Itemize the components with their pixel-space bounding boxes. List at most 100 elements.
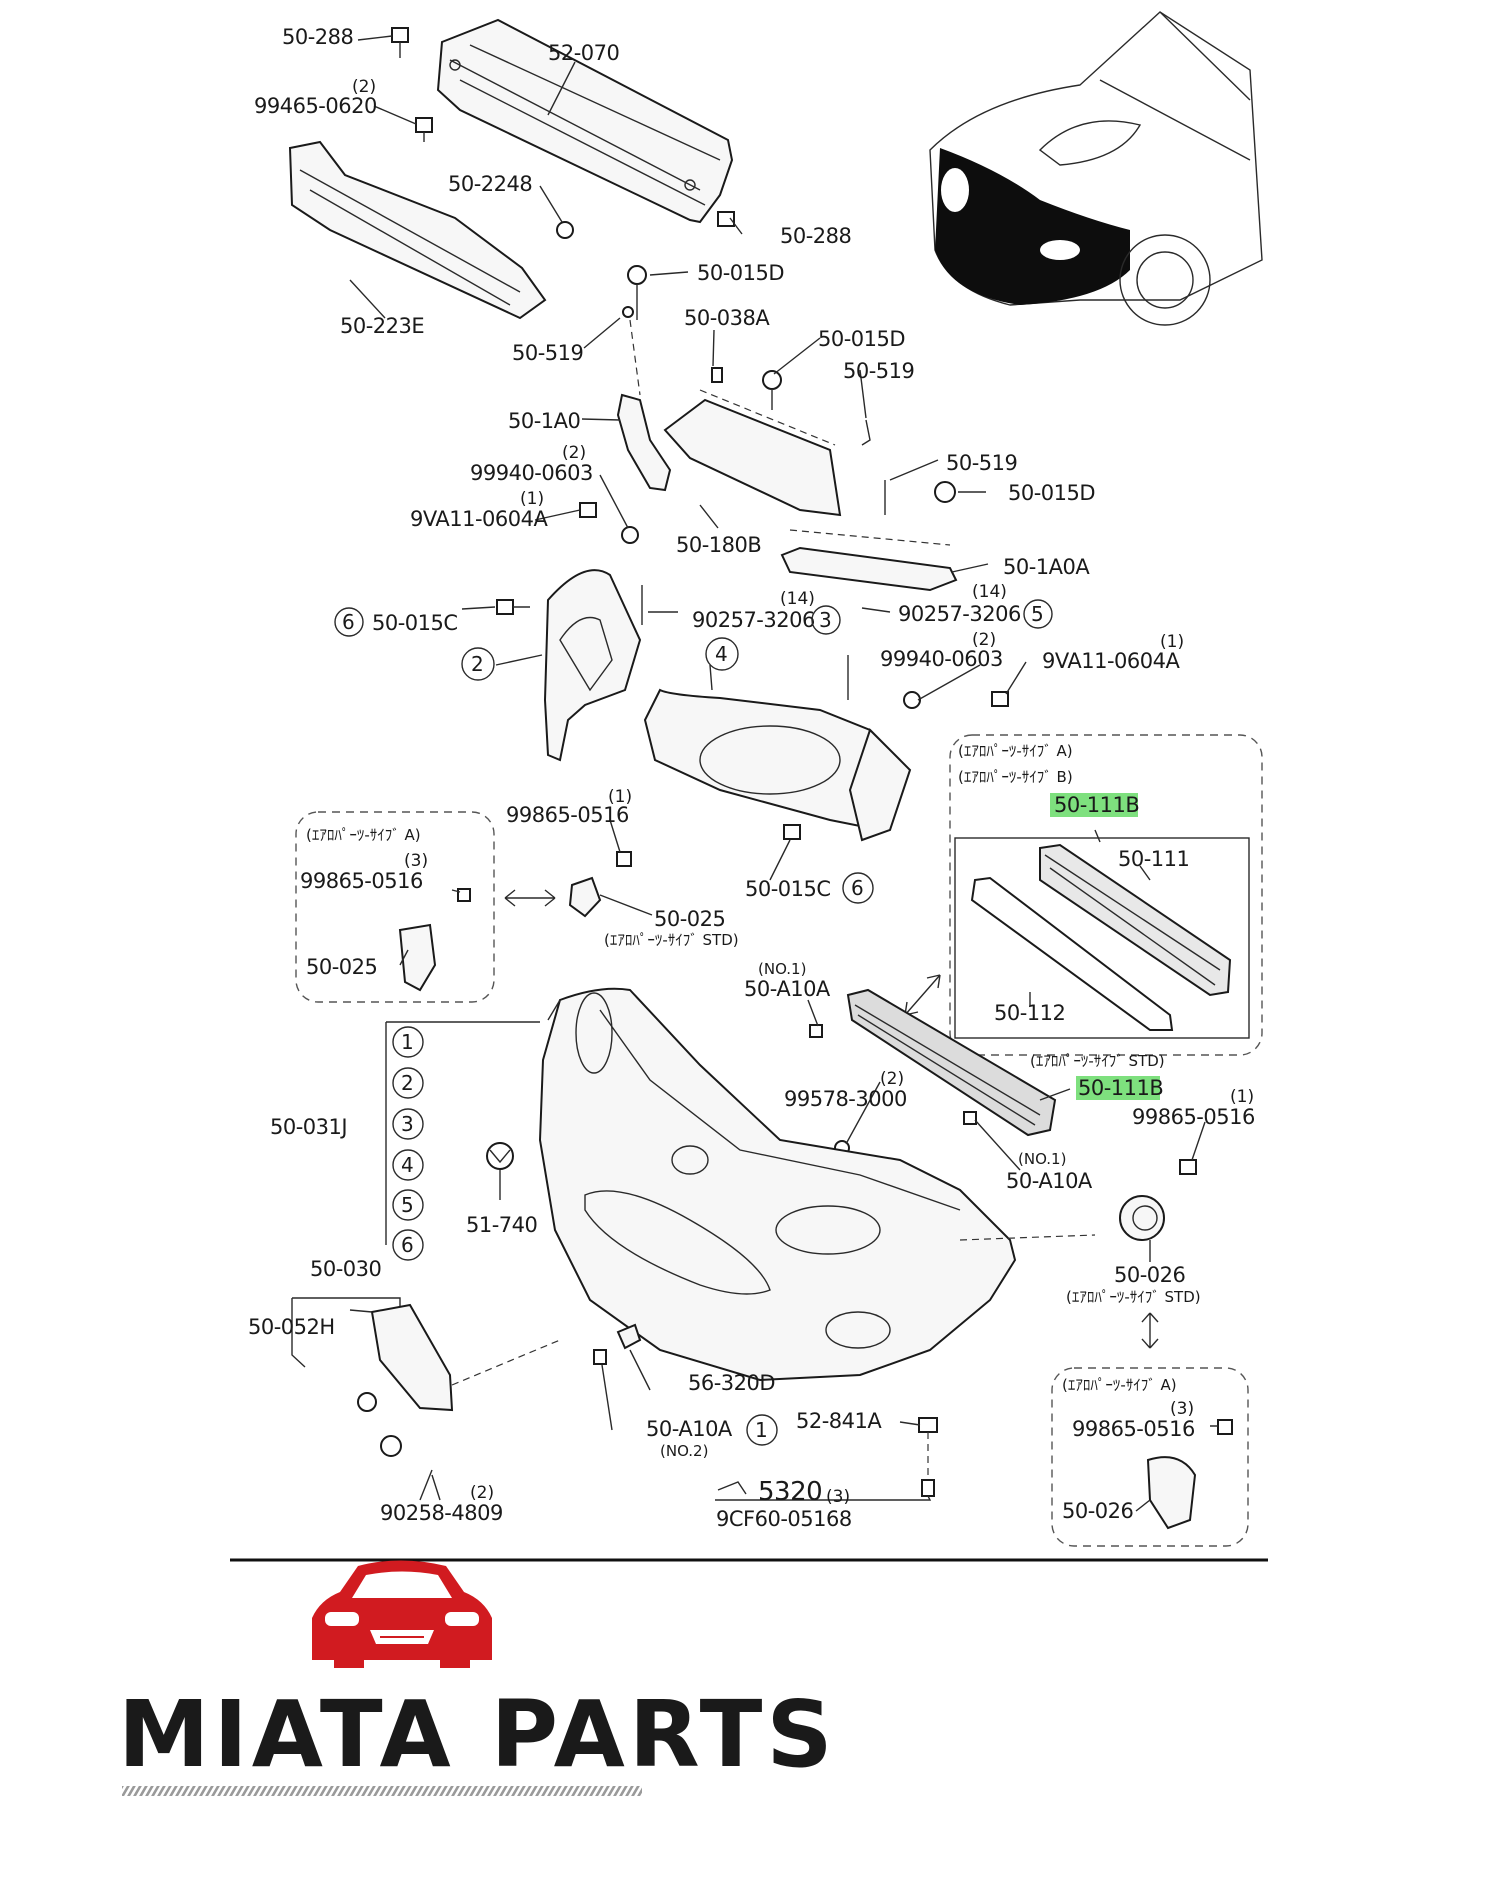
label-99865-0516-b: 99865-0516 [1132, 1105, 1255, 1129]
list-num-2: 2 [401, 1071, 414, 1095]
hardware-list-50-031j [385, 1021, 540, 1261]
car-location-illustration [929, 11, 1263, 326]
label-50-1a0a: 50-1A0A [1003, 555, 1090, 579]
list-num-6: 6 [401, 1233, 414, 1257]
label-52-070: 52-070 [548, 41, 619, 65]
callout-labels: 50-288 52-070 (2) 99465-0620 50-2248 50-… [248, 25, 1255, 1531]
label-99578-3000: 99578-3000 [784, 1087, 907, 1111]
arrow-double-a [504, 889, 556, 907]
box2-label-grille: 50-111 [1118, 847, 1189, 871]
qty-99578-3000: (2) [880, 1069, 904, 1089]
label-5320: 5320 [758, 1477, 822, 1507]
circle-6-a [334, 607, 364, 637]
clip-bracket-a [357, 1392, 377, 1412]
label-50-015d-a: 50-015D [697, 261, 784, 285]
label-50-015d-c: 50-015D [1008, 481, 1095, 505]
label-50-519-c: 50-519 [946, 451, 1017, 475]
qty-50-a10a-a: (NO.1) [758, 960, 806, 978]
circle-1-a [746, 1414, 778, 1446]
qty-9va11-0604a-a: (1) [520, 489, 544, 509]
label-90257-3206-a: 90257-3206 [692, 608, 815, 632]
qty-99865-0516-a: (1) [608, 787, 632, 807]
clip-52-841a [918, 1417, 938, 1480]
bracket-50-1a0a [780, 529, 958, 592]
fastener-50-015d-c [934, 481, 956, 503]
bolt-50-288-b [717, 211, 735, 227]
headlamp-bracket-2 [543, 569, 642, 762]
label-50-a10a-b: 50-A10A [1006, 1169, 1093, 1193]
brand-name: MIATA PARTS [118, 1681, 837, 1788]
qty-50-a10a-c: (NO.2) [660, 1442, 708, 1460]
box2-title-a: (ｴｱﾛﾊﾟｰﾂ-ｻｲﾌﾞ A) [958, 742, 1073, 760]
qty-50-a10a-b: (NO.1) [1018, 1150, 1066, 1168]
box1-qty: (3) [404, 851, 428, 871]
label-50-030: 50-030 [310, 1257, 381, 1281]
bolt-50-288-a [391, 27, 409, 58]
circle-1-a-num: 1 [755, 1418, 768, 1442]
box3-label-foglamp: 50-026 [1062, 1499, 1134, 1523]
clip-50-038a [711, 367, 723, 383]
box3-title: (ｴｱﾛﾊﾟｰﾂ-ｻｲﾌﾞ A) [1062, 1376, 1177, 1394]
circle-5-a [1023, 599, 1053, 629]
label-52-841a: 52-841A [796, 1409, 882, 1433]
screw-9cf60 [921, 1479, 935, 1497]
label-50-223e: 50-223E [340, 314, 424, 338]
label-50-519-a: 50-519 [512, 341, 583, 365]
label-50-1a0: 50-1A0 [508, 409, 580, 433]
box1-label-screw: 99865-0516 [300, 869, 423, 893]
circle-6-b [842, 872, 874, 904]
clip-50-a10a-a [809, 1024, 823, 1038]
qty-5320: (3) [826, 1487, 850, 1507]
qty-90258-4809: (2) [470, 1483, 494, 1503]
bumper-reinforcement [436, 18, 734, 224]
arrow-double-b [904, 974, 941, 1016]
screw-99865-0516-b [1179, 1159, 1197, 1175]
qty-90257-3206-b: (14) [972, 582, 1007, 602]
label-90257-3206-b: 90257-3206 [898, 602, 1021, 626]
front-bumper [538, 987, 1096, 1382]
variant-box-a-bottom [1051, 1367, 1249, 1547]
label-50-a10a-c: 50-A10A [646, 1417, 733, 1441]
variant-box-a-left [295, 811, 495, 1003]
qty-99940-0603-a: (2) [562, 443, 586, 463]
bolt-99465-0620 [415, 117, 433, 142]
clip-bracket-b [380, 1435, 402, 1457]
circle-6-a-num: 6 [342, 610, 355, 634]
sub-50-025: (ｴｱﾛﾊﾟｰﾂ-ｻｲﾌﾞ STD) [604, 931, 739, 949]
clip-50-519-b [861, 419, 871, 446]
emblem-51-740 [486, 1142, 514, 1170]
box2-label-frame: 50-112 [994, 1001, 1065, 1025]
circle-3-a-num: 3 [819, 608, 832, 632]
red-car-front-icon [312, 1560, 492, 1668]
label-50-a10a-a: 50-A10A [744, 977, 831, 1001]
screw-99865-0516-a [616, 851, 632, 867]
label-50-111b: 50-111B [1078, 1076, 1163, 1100]
list-num-1: 1 [401, 1030, 414, 1054]
circle-2-a [461, 647, 495, 681]
front-grille-50-111b [846, 988, 1160, 1137]
bolt-9va11-0604a-a [579, 502, 597, 518]
qty-99865-0516-b: (1) [1230, 1087, 1254, 1107]
fog-lamp-50-026 [1119, 1195, 1165, 1241]
label-56-320d: 56-320D [688, 1371, 775, 1395]
label-99465-0620: 99465-0620 [254, 94, 377, 118]
bolt-50-015c-a [496, 599, 530, 615]
label-50-180b: 50-180B [676, 533, 761, 557]
list-num-5: 5 [401, 1193, 414, 1217]
qty-90257-3206-a: (14) [780, 589, 815, 609]
clip-56-320d [616, 1323, 642, 1350]
circle-4-a-num: 4 [715, 642, 728, 666]
garnish-50-025 [568, 876, 602, 918]
qty-99465-0620: (2) [352, 77, 376, 97]
box2-label-main: 50-111B [1054, 793, 1139, 817]
label-50-015c-a: 50-015C [372, 611, 458, 635]
label-50-519-b: 50-519 [843, 359, 914, 383]
box2-title-b: (ｴｱﾛﾊﾟｰﾂ-ｻｲﾌﾞ B) [958, 768, 1073, 786]
circle-6-b-num: 6 [851, 876, 864, 900]
label-99940-0603-a: 99940-0603 [470, 461, 593, 485]
label-50-052h: 50-052H [248, 1315, 335, 1339]
brand-underline-stripes [122, 1786, 642, 1796]
label-50-288-a: 50-288 [282, 25, 353, 49]
qty-99940-0603-b: (2) [972, 630, 996, 650]
